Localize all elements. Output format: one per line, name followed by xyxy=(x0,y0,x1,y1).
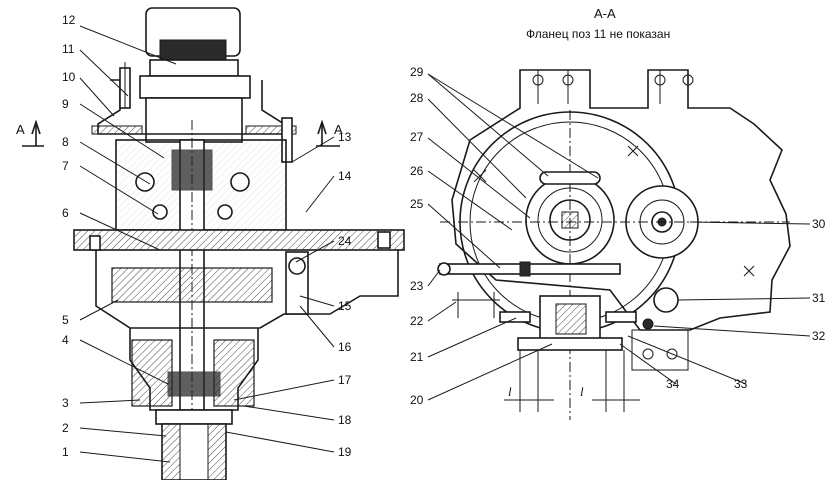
callout-7: 7 xyxy=(62,159,69,173)
right-leaders xyxy=(427,73,811,401)
callout-3: 3 xyxy=(62,396,69,410)
callout-25: 25 xyxy=(410,197,424,211)
callout-14: 14 xyxy=(338,169,352,183)
dimension-l-left: l xyxy=(508,384,512,399)
callout-19: 19 xyxy=(338,445,352,459)
callout-22: 22 xyxy=(410,314,424,328)
left-leaders xyxy=(79,25,335,463)
callout-28: 28 xyxy=(410,91,424,105)
callout-12: 12 xyxy=(62,13,76,27)
callout-11: 11 xyxy=(62,42,75,56)
section-mark-left: А xyxy=(16,122,25,137)
callout-21: 21 xyxy=(410,350,424,364)
callout-30: 30 xyxy=(812,217,826,231)
callout-26: 26 xyxy=(410,164,424,178)
left-labels: 12 11 10 9 8 7 6 5 4 3 2 1 13 14 24 15 1… xyxy=(16,13,352,459)
gearbox-body xyxy=(451,69,791,331)
callout-32: 32 xyxy=(812,329,826,343)
callout-5: 5 xyxy=(62,313,69,327)
section-note: Фланец поз 11 не показан xyxy=(526,27,670,41)
section-title: А-А xyxy=(594,6,616,21)
callout-15: 15 xyxy=(338,299,352,313)
callout-34: 34 xyxy=(666,377,680,391)
callout-24: 24 xyxy=(338,234,352,248)
callout-20: 20 xyxy=(410,393,424,407)
callout-13: 13 xyxy=(338,130,352,144)
callout-31: 31 xyxy=(812,291,826,305)
callout-16: 16 xyxy=(338,340,352,354)
cross-section-aa xyxy=(437,69,791,420)
longitudinal-section xyxy=(22,7,405,480)
callout-18: 18 xyxy=(338,413,352,427)
section-mark-right: А xyxy=(334,122,343,137)
callout-2: 2 xyxy=(62,421,69,435)
callout-23: 23 xyxy=(410,279,424,293)
callout-27: 27 xyxy=(410,130,424,144)
callout-17: 17 xyxy=(338,373,352,387)
callout-4: 4 xyxy=(62,333,69,347)
callout-10: 10 xyxy=(62,70,76,84)
callout-9: 9 xyxy=(62,97,69,111)
callout-6: 6 xyxy=(62,206,69,220)
dimension-l-right: l xyxy=(580,384,584,399)
callout-29: 29 xyxy=(410,65,424,79)
callout-8: 8 xyxy=(62,135,69,149)
callout-33: 33 xyxy=(734,377,748,391)
right-labels: А-А Фланец поз 11 не показан 29 28 27 26… xyxy=(410,6,826,407)
callout-1: 1 xyxy=(62,445,69,459)
